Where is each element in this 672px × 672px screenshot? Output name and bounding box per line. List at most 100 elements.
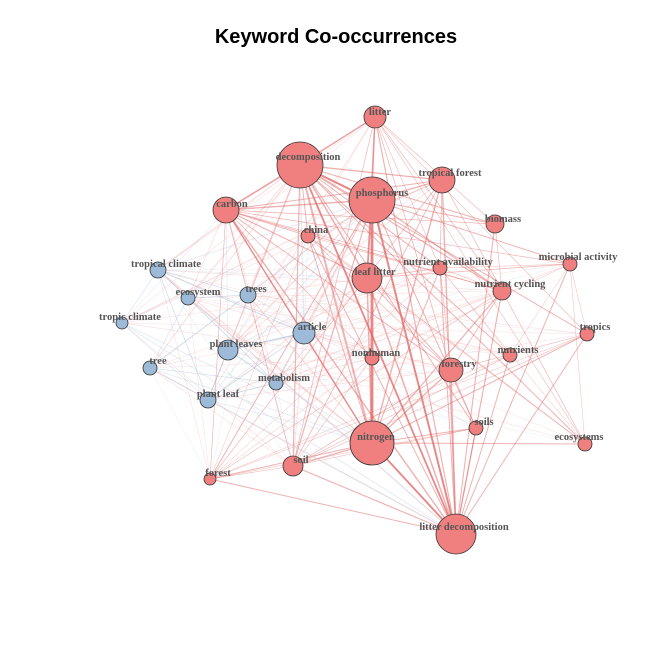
node-label-plant-leaves: plant leaves xyxy=(210,339,263,350)
node-trees xyxy=(239,286,257,304)
edge-soil-tree xyxy=(149,367,294,467)
edge-tropical-climate-tropic-climate xyxy=(121,269,159,324)
edge-china-forestry xyxy=(307,235,452,371)
node-metabolism xyxy=(268,375,284,391)
node-label-forest: forest xyxy=(205,468,231,479)
edge-nitrogen-tree xyxy=(149,367,373,444)
edge-litter-decomposition-ecosystem xyxy=(187,297,457,535)
node-microbial-activity xyxy=(562,256,578,272)
edge-nutrient-availability-tropical-climate xyxy=(157,267,441,271)
node-biomass xyxy=(485,214,505,234)
edge-nutrients-litter-decomposition xyxy=(455,354,511,535)
edge-carbon-nonhuman xyxy=(225,209,373,359)
edge-litter-decomposition-tropic-climate xyxy=(121,322,457,535)
edge-nutrient-availability-nutrient-cycling xyxy=(439,267,503,292)
edge-carbon-tropic-climate xyxy=(121,209,227,324)
node-nutrient-cycling xyxy=(492,281,512,301)
edge-forest-ecosystem xyxy=(187,297,211,480)
edge-soil-litter-decomposition xyxy=(292,465,457,535)
edge-forest-trees xyxy=(209,294,249,480)
node-label-nonhuman: nonhuman xyxy=(352,348,401,359)
node-label-biomass: biomass xyxy=(485,214,521,225)
node-label-metabolism: metabolism xyxy=(258,373,310,384)
node-label-decomposition: decomposition xyxy=(276,152,341,163)
edge-carbon-ecosystem xyxy=(187,209,227,299)
edge-china-tropic-climate xyxy=(121,235,309,324)
node-label-ecosystems: ecosystems xyxy=(555,432,604,443)
edge-decomposition-ecosystem xyxy=(187,164,301,299)
edge-microbial-activity-nutrients xyxy=(509,263,571,356)
edge-decomposition-tropical-forest xyxy=(299,164,443,181)
node-tropics xyxy=(579,326,595,342)
edge-nutrients-trees xyxy=(247,294,511,356)
edge-tropical-climate-trees xyxy=(157,269,249,296)
edge-china-trees xyxy=(247,235,309,296)
edge-litter-nutrient-cycling xyxy=(374,116,503,292)
edge-nutrient-availability-plant-leaves xyxy=(227,267,441,351)
node-litter xyxy=(363,105,387,129)
edge-tropical-forest-nutrient-availability xyxy=(439,179,443,269)
edge-decomposition-litter-decomposition xyxy=(299,164,457,535)
edge-nutrient-cycling-metabolism xyxy=(275,290,503,384)
edge-carbon-nutrient-cycling xyxy=(225,209,503,292)
edge-tropical-forest-carbon xyxy=(225,179,443,211)
node-ecosystem xyxy=(180,290,196,306)
edge-tropical-forest-forest xyxy=(209,179,443,480)
edge-phosphorus-carbon xyxy=(225,199,373,211)
edge-phosphorus-soil xyxy=(292,199,373,467)
edge-decomposition-biomass xyxy=(299,164,496,225)
edge-tropical-forest-trees xyxy=(247,179,443,296)
edge-carbon-forestry xyxy=(225,209,452,371)
edge-nutrients-ecosystem xyxy=(187,297,511,356)
edge-carbon-forest xyxy=(209,209,227,480)
edge-nutrient-availability-tree xyxy=(149,267,441,369)
edge-nitrogen-plant-leaf xyxy=(207,399,373,444)
edge-decomposition-plant-leaf xyxy=(207,164,301,401)
edge-litter-ecosystems xyxy=(374,116,586,445)
node-label-tree: tree xyxy=(149,356,167,367)
node-label-phosphorus: phosphorus xyxy=(356,188,409,199)
node-label-soils: soils xyxy=(474,417,493,428)
edge-tree-plant-leaf xyxy=(149,367,209,401)
node-label-nutrients: nutrients xyxy=(498,345,539,356)
edge-forestry-ecosystem xyxy=(187,297,452,371)
edge-soils-article xyxy=(303,332,477,429)
edge-forestry-plant-leaf xyxy=(207,369,452,401)
node-forestry xyxy=(438,357,464,383)
edge-microbial-activity-ecosystems xyxy=(569,263,586,445)
edge-carbon-plant-leaves xyxy=(225,209,229,351)
node-leaf-litter xyxy=(351,262,383,294)
edge-nutrient-cycling-forest xyxy=(209,290,503,480)
edge-microbial-activity-tropic-climate xyxy=(121,263,571,324)
node-article xyxy=(292,321,316,345)
edge-nutrient-availability-microbial-activity xyxy=(439,263,571,269)
edge-nonhuman-soil xyxy=(292,357,373,467)
edge-tropical-forest-ecosystems xyxy=(441,179,586,445)
node-label-tropical-climate: tropical climate xyxy=(131,259,201,270)
edge-carbon-litter-decomposition xyxy=(225,209,457,535)
edge-microbial-activity-tropics xyxy=(569,263,588,335)
edge-nutrient-cycling-tropical-climate xyxy=(157,269,503,292)
edge-decomposition-nutrient-cycling xyxy=(299,164,503,292)
edge-biomass-nutrient-cycling xyxy=(494,223,503,292)
edge-carbon-nutrient-availability xyxy=(225,209,441,269)
edge-nutrient-availability-forest xyxy=(209,267,441,480)
nodes-layer xyxy=(115,105,595,555)
edge-nutrient-availability-litter-decomposition xyxy=(439,267,457,535)
edge-leaf-litter-forestry xyxy=(366,277,452,371)
edge-nutrient-cycling-plant-leaf xyxy=(207,290,503,401)
edge-leaf-litter-plant-leaves xyxy=(227,277,368,351)
edges-layer xyxy=(121,116,588,535)
edge-litter-tropical-climate xyxy=(157,116,376,271)
edge-microbial-activity-litter-decomposition xyxy=(455,263,571,535)
page-title: Keyword Co-occurrences xyxy=(214,26,458,48)
edge-decomposition-plant-leaves xyxy=(227,164,301,351)
edge-article-plant-leaves xyxy=(227,332,305,351)
edge-nonhuman-forest xyxy=(209,357,373,480)
node-nutrients xyxy=(502,347,518,363)
edge-nitrogen-ecosystem xyxy=(187,297,373,444)
edge-microbial-activity-metabolism xyxy=(275,263,571,384)
edge-decomposition-tree xyxy=(149,164,301,369)
edge-litter-nutrient-availability xyxy=(374,116,441,269)
edge-forestry-metabolism xyxy=(275,369,452,384)
